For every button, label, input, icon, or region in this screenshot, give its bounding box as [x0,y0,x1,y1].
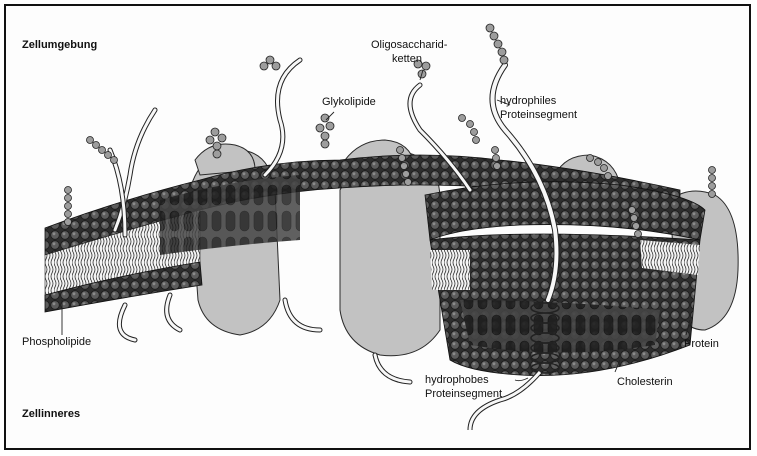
tails-right [430,250,470,290]
label-glykolipide: Glykolipide [322,96,376,109]
label-oligosaccharid-line1: Oligosaccharid- [371,39,447,52]
label-hydrophob-line1: hydrophobes [425,374,489,387]
label-hydrophil-line2: Proteinsegment [500,109,577,122]
label-zellinneres: Zellinneres [22,408,80,421]
cholesterin-band-right [460,300,660,353]
label-oligosaccharid-line2: ketten [392,53,422,66]
label-protein: Protein [684,338,719,351]
label-hydrophob-line2: Proteinsegment [425,388,502,401]
label-hydrophil-line1: hydrophiles [500,95,556,108]
label-zellumgebung: Zellumgebung [22,39,97,52]
label-phospholipide: Phospholipide [22,336,91,349]
membrane-right [425,182,705,376]
label-cholesterin: Cholesterin [617,376,673,389]
